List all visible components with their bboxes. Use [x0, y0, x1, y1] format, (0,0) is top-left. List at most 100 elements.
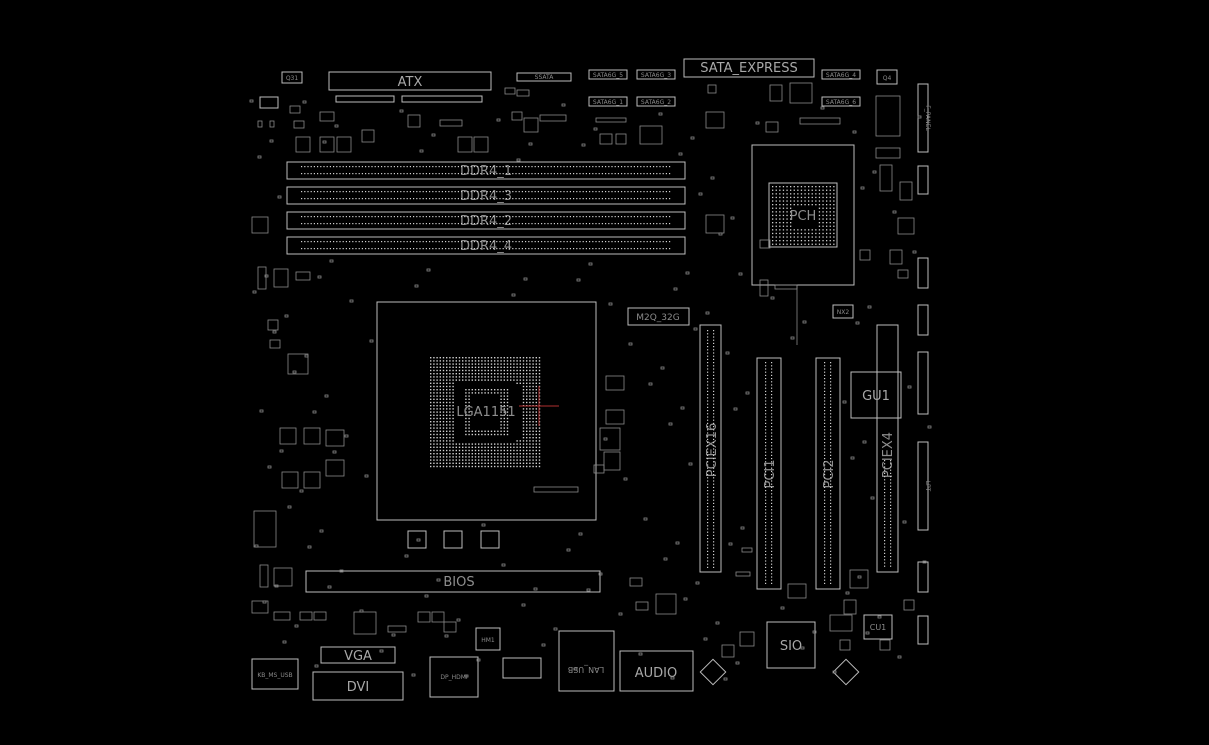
cpu-pin — [442, 456, 445, 458]
pch-ball — [826, 193, 828, 195]
slot-pin — [713, 448, 715, 450]
cpu-pin — [458, 363, 461, 365]
cpu-pin — [487, 456, 489, 458]
dimm-pin — [493, 216, 495, 218]
slot-pin — [824, 413, 826, 415]
cpu-pin — [474, 392, 477, 394]
cpu-pin — [436, 369, 438, 372]
slot-pin — [824, 445, 826, 447]
cpu-pin — [471, 456, 473, 458]
dimm-pin — [355, 173, 357, 175]
dimm-pin — [592, 173, 594, 175]
slot-pin — [707, 368, 709, 370]
dimm-pin — [310, 173, 312, 175]
cpu-pin — [538, 465, 541, 468]
slot-pin — [713, 368, 715, 370]
dimm-pin — [525, 248, 527, 250]
dimm-pin — [409, 223, 411, 225]
dimm-pin — [374, 198, 376, 200]
cpu-pin — [481, 376, 483, 378]
dimm-pin — [416, 241, 418, 243]
pch-ball — [797, 243, 799, 245]
pch-ball — [779, 232, 781, 235]
slot-pin — [824, 365, 826, 367]
dimm-pin — [553, 198, 555, 200]
dimm-pin — [342, 173, 344, 175]
slot-pin — [771, 522, 773, 524]
cpu-pin — [506, 449, 509, 452]
cpu-pin — [452, 389, 454, 391]
dimm-pin — [544, 248, 546, 250]
dimm-pin — [377, 198, 379, 200]
dimm-pin — [358, 191, 360, 193]
cpu-pin — [430, 440, 432, 442]
cpu-pin — [471, 453, 473, 455]
cpu-pin — [446, 360, 448, 362]
dimm-slots: DDR4_1 DDR4_3 DDR4_2 DDR4_4 — [286, 161, 686, 255]
cpu-pin — [449, 376, 451, 378]
cpu-pin — [503, 417, 505, 420]
dimm-pin — [563, 198, 565, 200]
cpu-pin — [458, 459, 461, 461]
dimm-pin — [384, 223, 386, 225]
dimm-pin — [646, 198, 648, 200]
dimm-pin — [483, 198, 485, 200]
cpu-pin — [506, 459, 509, 461]
cpu-pin — [430, 424, 432, 426]
pch-ball — [775, 207, 777, 209]
cpu-pin — [490, 456, 493, 458]
nx2-chip — [832, 304, 854, 319]
cpu-pin — [494, 369, 496, 372]
dimm-pin — [454, 223, 456, 225]
cpu-pin — [510, 449, 512, 452]
dimm-pin — [502, 223, 504, 225]
dimm-pin — [384, 198, 386, 200]
slot-pin — [890, 527, 892, 529]
dimm-pin — [329, 223, 331, 225]
slot-pin — [824, 403, 826, 405]
slot-pin — [713, 461, 715, 463]
smd-part — [253, 510, 277, 548]
dimm-pin — [390, 216, 392, 218]
cpu-pin — [439, 389, 441, 391]
cpu-pin — [433, 405, 435, 407]
slot-pin — [771, 397, 773, 399]
smd-pad — [780, 606, 785, 610]
cpu-pin — [497, 389, 499, 391]
cpu-pin — [471, 433, 473, 436]
dimm-pin — [621, 216, 623, 218]
cpu-pin — [526, 417, 528, 420]
dimm-pin — [569, 248, 571, 250]
dimm-pin — [368, 198, 370, 200]
pch-ball — [793, 200, 795, 202]
dimm-pin — [473, 166, 475, 168]
cpu-pin — [500, 430, 502, 432]
cpu-pin — [465, 389, 467, 391]
pch-ball — [818, 214, 821, 217]
slot-pin — [824, 381, 826, 383]
slot-pin — [765, 554, 767, 556]
slot-pin — [707, 381, 709, 383]
dimm-pin — [489, 248, 491, 250]
cpu-pin — [484, 360, 486, 362]
dimm-pin — [531, 223, 533, 225]
cpu-pin — [538, 433, 541, 436]
slot-pin — [713, 470, 715, 472]
pch-ball — [811, 232, 813, 235]
slot-pin — [830, 384, 832, 386]
cpu-pin — [465, 360, 467, 362]
cpu-pin — [449, 411, 451, 413]
cpu-pin — [433, 433, 435, 436]
dimm-pin — [573, 191, 575, 193]
cpu-pin — [449, 401, 451, 404]
dimm-pin — [569, 241, 571, 243]
dimm-pin — [541, 191, 543, 193]
pch-ball — [818, 193, 821, 195]
dimm-pin — [480, 191, 482, 193]
dimm-pin — [505, 198, 507, 200]
dimm-pin — [662, 223, 664, 225]
slot-pin — [707, 410, 709, 412]
cpu-pin — [497, 459, 499, 461]
smd-part — [511, 111, 523, 121]
slot-pin — [707, 563, 709, 565]
